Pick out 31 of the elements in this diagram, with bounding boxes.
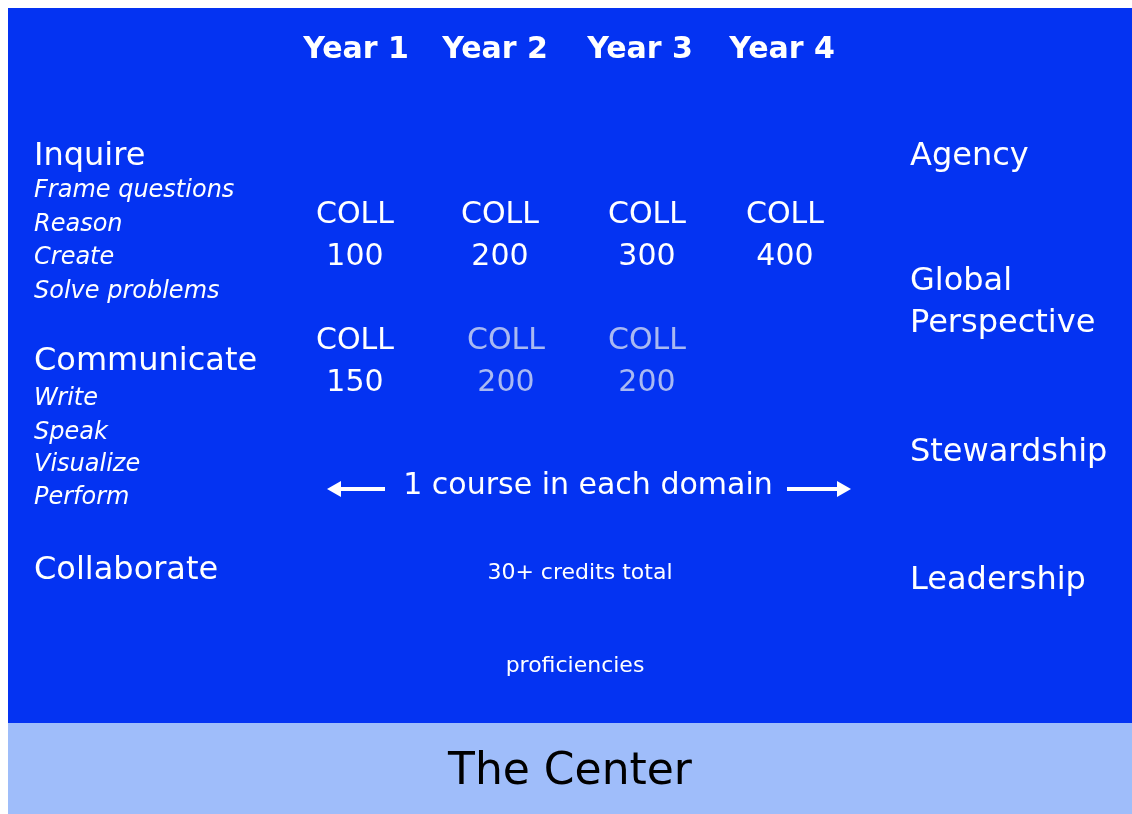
outcome-label: Stewardship — [910, 430, 1109, 471]
column-heading: Year 4 — [728, 29, 836, 67]
proficiency-item: Frame questions — [34, 174, 236, 205]
outcome-label: Agency — [910, 134, 1030, 175]
course-code: COLL 200 — [466, 320, 546, 400]
proficiency-heading: Inquire — [34, 134, 147, 175]
course-code: COLL 300 — [607, 194, 687, 274]
proficiency-heading: Collaborate — [34, 548, 220, 589]
outcome-label: Leadership — [910, 558, 1087, 599]
proficiency-item: Create — [34, 241, 116, 272]
proficiency-item: Speak — [34, 416, 110, 447]
column-heading: Year 3 — [586, 29, 694, 67]
course-code: COLL 200 — [607, 320, 687, 400]
column-heading: Year 2 — [441, 29, 549, 67]
credits-note: 30+ credits total — [486, 558, 674, 586]
proficiency-heading: Communicate — [34, 339, 259, 380]
outcome-label: Global Perspective — [910, 259, 1097, 342]
course-code: COLL 400 — [745, 194, 825, 274]
requirement-text: 1 course in each domain — [402, 465, 774, 503]
banner — [8, 723, 1132, 814]
proficiency-item: Perform — [34, 481, 131, 512]
banner-title: The Center — [448, 743, 692, 794]
proficiency-item: Reason — [34, 208, 124, 239]
course-code: COLL 150 — [315, 320, 395, 400]
proficiency-item: Visualize — [34, 448, 142, 479]
footer-label: proficiencies — [504, 651, 646, 679]
course-code: COLL 200 — [460, 194, 540, 274]
proficiency-item: Write — [34, 382, 100, 413]
course-code: COLL 100 — [315, 194, 395, 274]
column-heading: Year 1 — [302, 29, 410, 67]
proficiency-item: Solve problems — [34, 275, 221, 306]
